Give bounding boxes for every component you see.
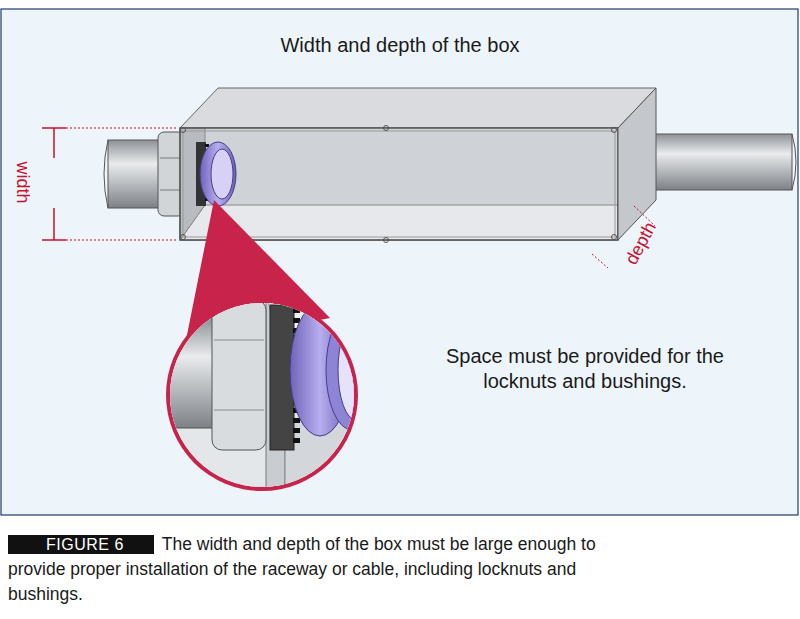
- note-text: Space must be provided for the locknuts …: [440, 344, 730, 394]
- diagram-title: Width and depth of the box: [200, 34, 600, 57]
- width-dimension: width: [12, 143, 33, 223]
- figure-caption-block: FIGURE 6The width and depth of the box m…: [8, 532, 608, 607]
- figure-number: FIGURE 6: [8, 535, 154, 554]
